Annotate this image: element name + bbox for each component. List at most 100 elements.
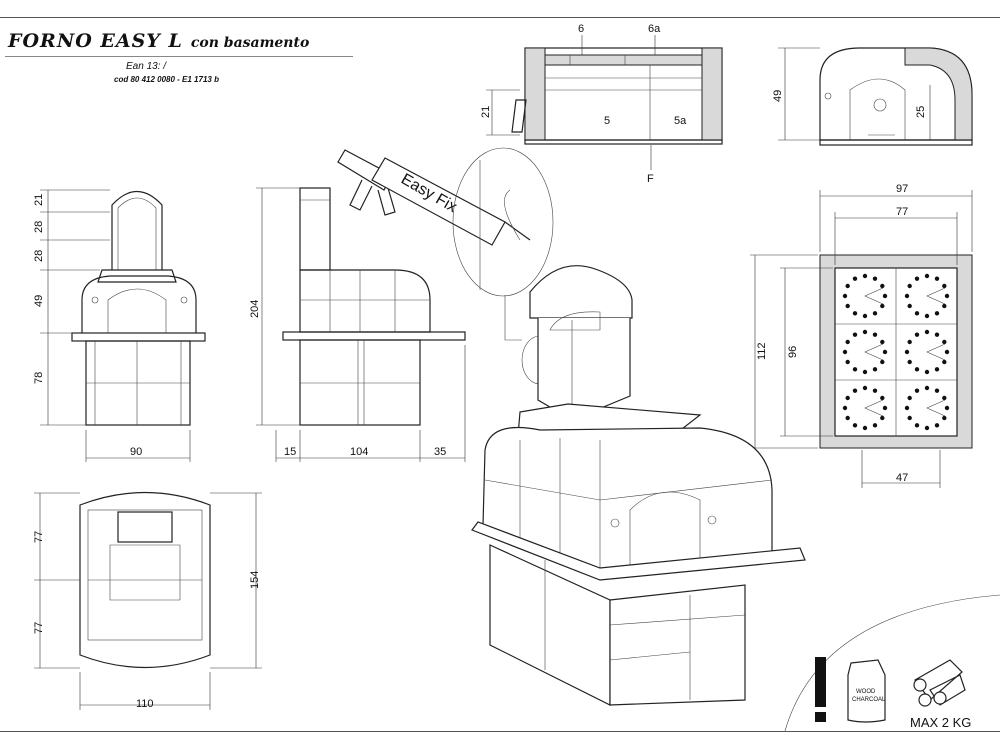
label-f: F — [647, 173, 654, 185]
bag-label-1: WOOD — [856, 689, 876, 695]
dim-top-110: 110 — [136, 698, 154, 710]
title-underline — [5, 56, 353, 57]
brick-dot — [872, 367, 878, 372]
brick-dot — [934, 311, 940, 316]
dim-side-204: 204 — [249, 300, 261, 318]
brick-notch — [864, 399, 884, 417]
dim-plan-47: 47 — [896, 472, 908, 484]
dim-front-78: 78 — [33, 372, 45, 384]
dim-top-77a: 77 — [33, 531, 45, 543]
brick-dot — [845, 339, 850, 345]
dim-plan-77: 77 — [896, 206, 908, 218]
dim-front-49: 49 — [33, 295, 45, 307]
product-title: FORNO EASY L con basamento — [8, 30, 309, 52]
brick-dot — [852, 388, 858, 393]
perspective-view — [471, 265, 806, 706]
brick-dot — [942, 359, 947, 365]
brick-dot — [845, 415, 850, 421]
dim-side-15: 15 — [284, 446, 296, 458]
label-6a: 6a — [648, 23, 661, 35]
brick-dot — [845, 395, 850, 401]
brick-dot — [934, 332, 940, 337]
brick-dot — [924, 329, 930, 335]
brick-dot — [845, 303, 850, 309]
brick-dot — [934, 423, 940, 428]
brick-dot — [924, 425, 930, 431]
brick-dot — [934, 276, 940, 281]
brick-dot — [907, 415, 912, 421]
brick-dot — [880, 339, 885, 345]
title-sub: con basamento — [190, 35, 310, 51]
brick-dot — [852, 332, 858, 337]
brick-dot — [924, 273, 930, 279]
brick-dot — [880, 395, 885, 401]
dim-section-21: 21 — [480, 106, 492, 118]
brick-dot — [942, 339, 947, 345]
brick-dot — [924, 369, 930, 375]
dim-front-28a: 28 — [33, 221, 45, 233]
brick-dot — [944, 405, 950, 411]
plan-view: 97 77 112 96 47 — [750, 183, 973, 488]
brick-dot — [934, 388, 940, 393]
title-main: FORNO EASY L — [8, 30, 183, 52]
brick-dot — [872, 276, 878, 281]
brick-dot — [924, 385, 930, 391]
brick-dot — [852, 423, 858, 428]
brick-dot — [862, 273, 868, 279]
dim-front-90: 90 — [130, 446, 142, 458]
brick-dot — [882, 405, 888, 411]
brick-dot — [914, 332, 920, 337]
front-view: 21 28 28 49 78 90 — [33, 189, 206, 462]
brick-dot — [944, 293, 950, 299]
brick-dot — [852, 367, 858, 372]
brick-dot — [904, 405, 910, 411]
brick-dot — [942, 415, 947, 421]
ean-code: Ean 13: / — [126, 61, 167, 72]
brick-dot — [845, 283, 850, 289]
frame-bottom-line — [0, 731, 1000, 732]
brick-dot — [842, 293, 848, 299]
brick-dot — [872, 332, 878, 337]
dim-front-21: 21 — [33, 194, 45, 206]
dim-side-section-25: 25 — [915, 106, 927, 118]
brick-dot — [872, 388, 878, 393]
brick-notch — [926, 399, 946, 417]
product-code: cod 80 412 0080 - E1 1713 b — [114, 75, 219, 84]
label-5a: 5a — [674, 115, 687, 127]
brick-dot — [862, 385, 868, 391]
firebrick-grid — [842, 273, 950, 431]
dim-plan-112: 112 — [756, 342, 768, 360]
charcoal-bag-icon — [847, 659, 886, 723]
dim-plan-97: 97 — [896, 183, 908, 195]
brick-dot — [942, 303, 947, 309]
brick-dot — [904, 293, 910, 299]
brick-dot — [914, 388, 920, 393]
brick-notch — [926, 343, 946, 361]
brick-dot — [872, 311, 878, 316]
warning-panel: WOOD CHARCOAL MAX 2 KG — [784, 594, 1000, 732]
brick-dot — [842, 349, 848, 355]
dim-plan-96: 96 — [787, 346, 799, 358]
brick-dot — [880, 415, 885, 421]
brick-dot — [862, 329, 868, 335]
brick-dot — [862, 425, 868, 431]
top-view: 77 77 154 110 — [33, 491, 262, 710]
dim-side-section-49: 49 — [772, 90, 784, 102]
brick-dot — [880, 303, 885, 309]
dim-side-104: 104 — [350, 446, 368, 458]
label-5: 5 — [604, 115, 610, 127]
brick-dot — [882, 293, 888, 299]
firewood-icon — [913, 659, 966, 707]
brick-dot — [907, 303, 912, 309]
label-6: 6 — [578, 23, 584, 35]
brick-dot — [907, 283, 912, 289]
exclamation-icon — [815, 657, 826, 707]
brick-dot — [907, 339, 912, 345]
brick-dot — [845, 359, 850, 365]
easy-fix-glue-gun: Easy Fix — [337, 147, 559, 385]
brick-notch — [864, 287, 884, 305]
side-view: 204 15 104 35 — [249, 187, 466, 462]
brick-notch — [926, 287, 946, 305]
dim-front-28b: 28 — [33, 250, 45, 262]
